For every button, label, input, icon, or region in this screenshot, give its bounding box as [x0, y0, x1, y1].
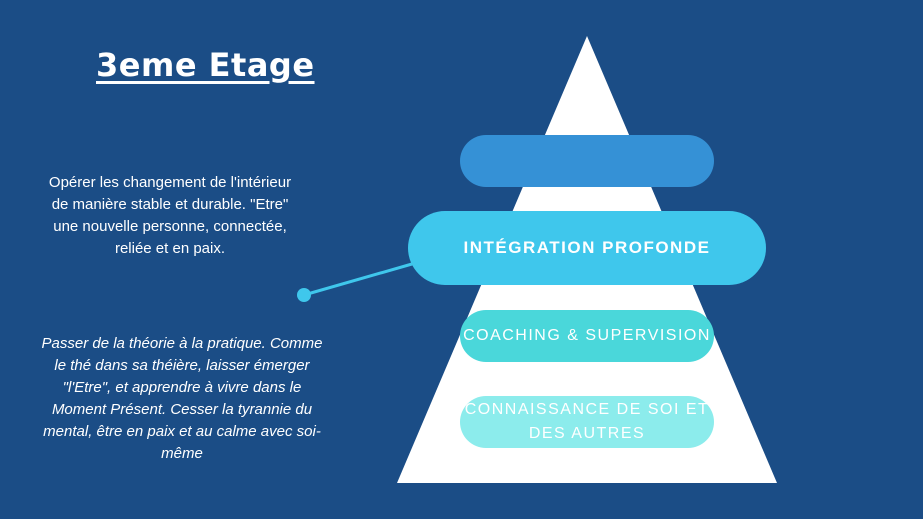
pyramid-level-top [460, 135, 714, 187]
pyramid-level-connaissance: Connaissance de soi et des autres [460, 396, 714, 448]
connector-dot [297, 288, 311, 302]
level-quote: Passer de la théorie à la pratique. Comm… [41, 335, 323, 462]
page-title: 3eme Etage [96, 46, 315, 84]
connector-line [303, 262, 413, 297]
level-description: Opérer les changement de l'intérieur de … [48, 174, 292, 257]
pyramid-level-integration: Intégration profonde [408, 211, 766, 285]
pyramid-level-coaching: Coaching & supervision [460, 310, 714, 362]
